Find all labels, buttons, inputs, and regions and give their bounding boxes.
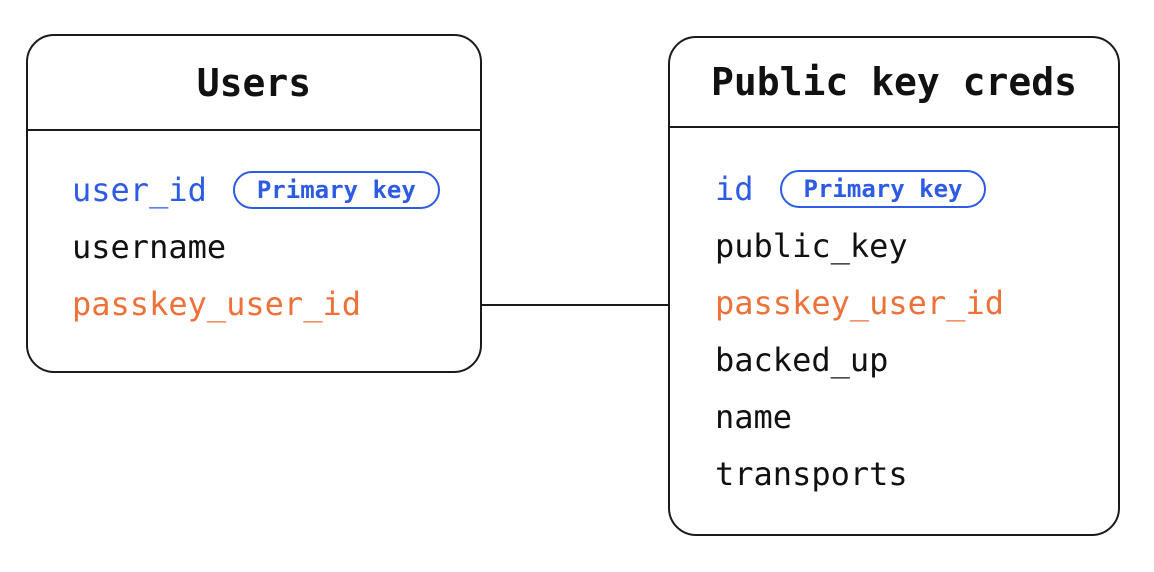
- table-public-key-creds-title: Public key creds: [710, 60, 1078, 104]
- table-row: passkey_user_id: [715, 274, 1118, 331]
- field-user-id: user_id: [72, 170, 207, 209]
- table-row: transports: [715, 445, 1118, 502]
- table-public-key-creds-header: Public key creds: [670, 38, 1118, 128]
- table-public-key-creds-body: id Primary key public_key passkey_user_i…: [670, 128, 1118, 502]
- table-row: name: [715, 388, 1118, 445]
- field-passkey-user-id: passkey_user_id: [72, 284, 361, 323]
- table-row: user_id Primary key: [72, 161, 480, 218]
- table-row: backed_up: [715, 331, 1118, 388]
- table-row: public_key: [715, 217, 1118, 274]
- field-backed-up: backed_up: [715, 340, 889, 379]
- table-users-header: Users: [28, 36, 480, 131]
- primary-key-badge: Primary key: [232, 170, 440, 209]
- table-users-title: Users: [196, 60, 312, 105]
- table-users: Users user_id Primary key username passk…: [26, 34, 482, 373]
- table-row: username: [72, 218, 480, 275]
- table-row: id Primary key: [715, 160, 1118, 217]
- field-transports: transports: [715, 454, 908, 493]
- field-username: username: [72, 227, 227, 266]
- table-users-body: user_id Primary key username passkey_use…: [28, 131, 480, 332]
- field-passkey-user-id: passkey_user_id: [715, 283, 1004, 322]
- table-row: passkey_user_id: [72, 275, 480, 332]
- table-public-key-creds: Public key creds id Primary key public_k…: [668, 36, 1120, 536]
- field-public-key: public_key: [715, 226, 908, 265]
- primary-key-badge: Primary key: [779, 169, 987, 208]
- relationship-line: [480, 304, 670, 306]
- field-name: name: [715, 397, 793, 436]
- field-id: id: [715, 169, 754, 208]
